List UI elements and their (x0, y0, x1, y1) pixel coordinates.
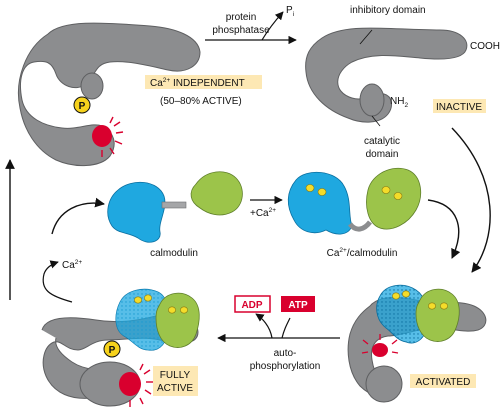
kinase-body (17, 22, 201, 166)
adp-badge: ADP (234, 295, 271, 313)
svg-text:INACTIVE: INACTIVE (436, 102, 482, 113)
kinase-inactive: COOH NH2 inhibitory domain catalytic dom… (305, 5, 500, 160)
label-fully-active: FULLY ACTIVE (153, 366, 198, 396)
active-site-red-2 (119, 363, 153, 407)
kinase-activated (347, 284, 487, 403)
svg-text:ACTIVE: ACTIVE (157, 383, 193, 394)
label-ca-independent: Ca2+ INDEPENDENT (50–80% ACTIVE) (145, 75, 262, 107)
svg-text:auto-: auto- (274, 348, 297, 359)
kinase-ca-independent: P (17, 22, 201, 166)
svg-text:phosphatase: phosphatase (212, 25, 270, 36)
phosphate-tag: P (73, 96, 91, 114)
kinase-fully-active: P (41, 288, 200, 407)
svg-text:domain: domain (366, 149, 399, 160)
ca-calmodulin: Ca2+/calmodulin (287, 167, 422, 259)
svg-text:catalytic: catalytic (364, 136, 400, 147)
svg-text:ADP: ADP (241, 300, 262, 311)
svg-text:calmodulin: calmodulin (150, 248, 198, 259)
svg-text:ATP: ATP (288, 300, 308, 311)
atp-badge: ATP (281, 296, 315, 312)
label-activated: ACTIVATED (410, 374, 476, 388)
active-site-red (92, 116, 124, 157)
ca-release: Ca2+ (42, 259, 82, 303)
svg-text:ACTIVATED: ACTIVATED (416, 377, 471, 388)
arrow-inactive-to-activated (451, 127, 491, 273)
svg-text:P: P (79, 101, 86, 112)
active-site-red-3 (361, 334, 399, 357)
svg-text:Ca2+: Ca2+ (62, 259, 82, 271)
svg-text:P: P (109, 345, 116, 356)
svg-text:phosphorylation: phosphorylation (250, 361, 321, 372)
kinase-body-inactive (305, 27, 468, 123)
arrow-calmodulin-to-activated (427, 199, 461, 259)
svg-text:(50–80% ACTIVE): (50–80% ACTIVE) (160, 96, 242, 107)
calmodulin-free: calmodulin (107, 171, 243, 259)
svg-text:Pi: Pi (286, 5, 294, 18)
ca-binding-step: +Ca2+ (250, 195, 283, 219)
svg-text:protein: protein (226, 12, 257, 23)
label-inactive: INACTIVE (433, 99, 486, 113)
svg-text:FULLY: FULLY (160, 370, 191, 381)
svg-text:NH2: NH2 (390, 96, 408, 109)
svg-text:+Ca2+: +Ca2+ (250, 207, 276, 219)
svg-text:Ca2+/calmodulin: Ca2+/calmodulin (327, 247, 398, 259)
svg-text:inhibitory domain: inhibitory domain (350, 5, 426, 16)
autophosphorylation-step: ADP ATP auto- phosphorylation (217, 295, 340, 372)
arrow-release-to-calmodulin (51, 197, 105, 235)
phosphate-tag-2: P (103, 340, 121, 358)
svg-text:COOH: COOH (470, 41, 500, 52)
svg-text:Ca2+ INDEPENDENT: Ca2+ INDEPENDENT (150, 77, 245, 89)
phosphatase-step: protein phosphatase Pi (205, 5, 297, 45)
